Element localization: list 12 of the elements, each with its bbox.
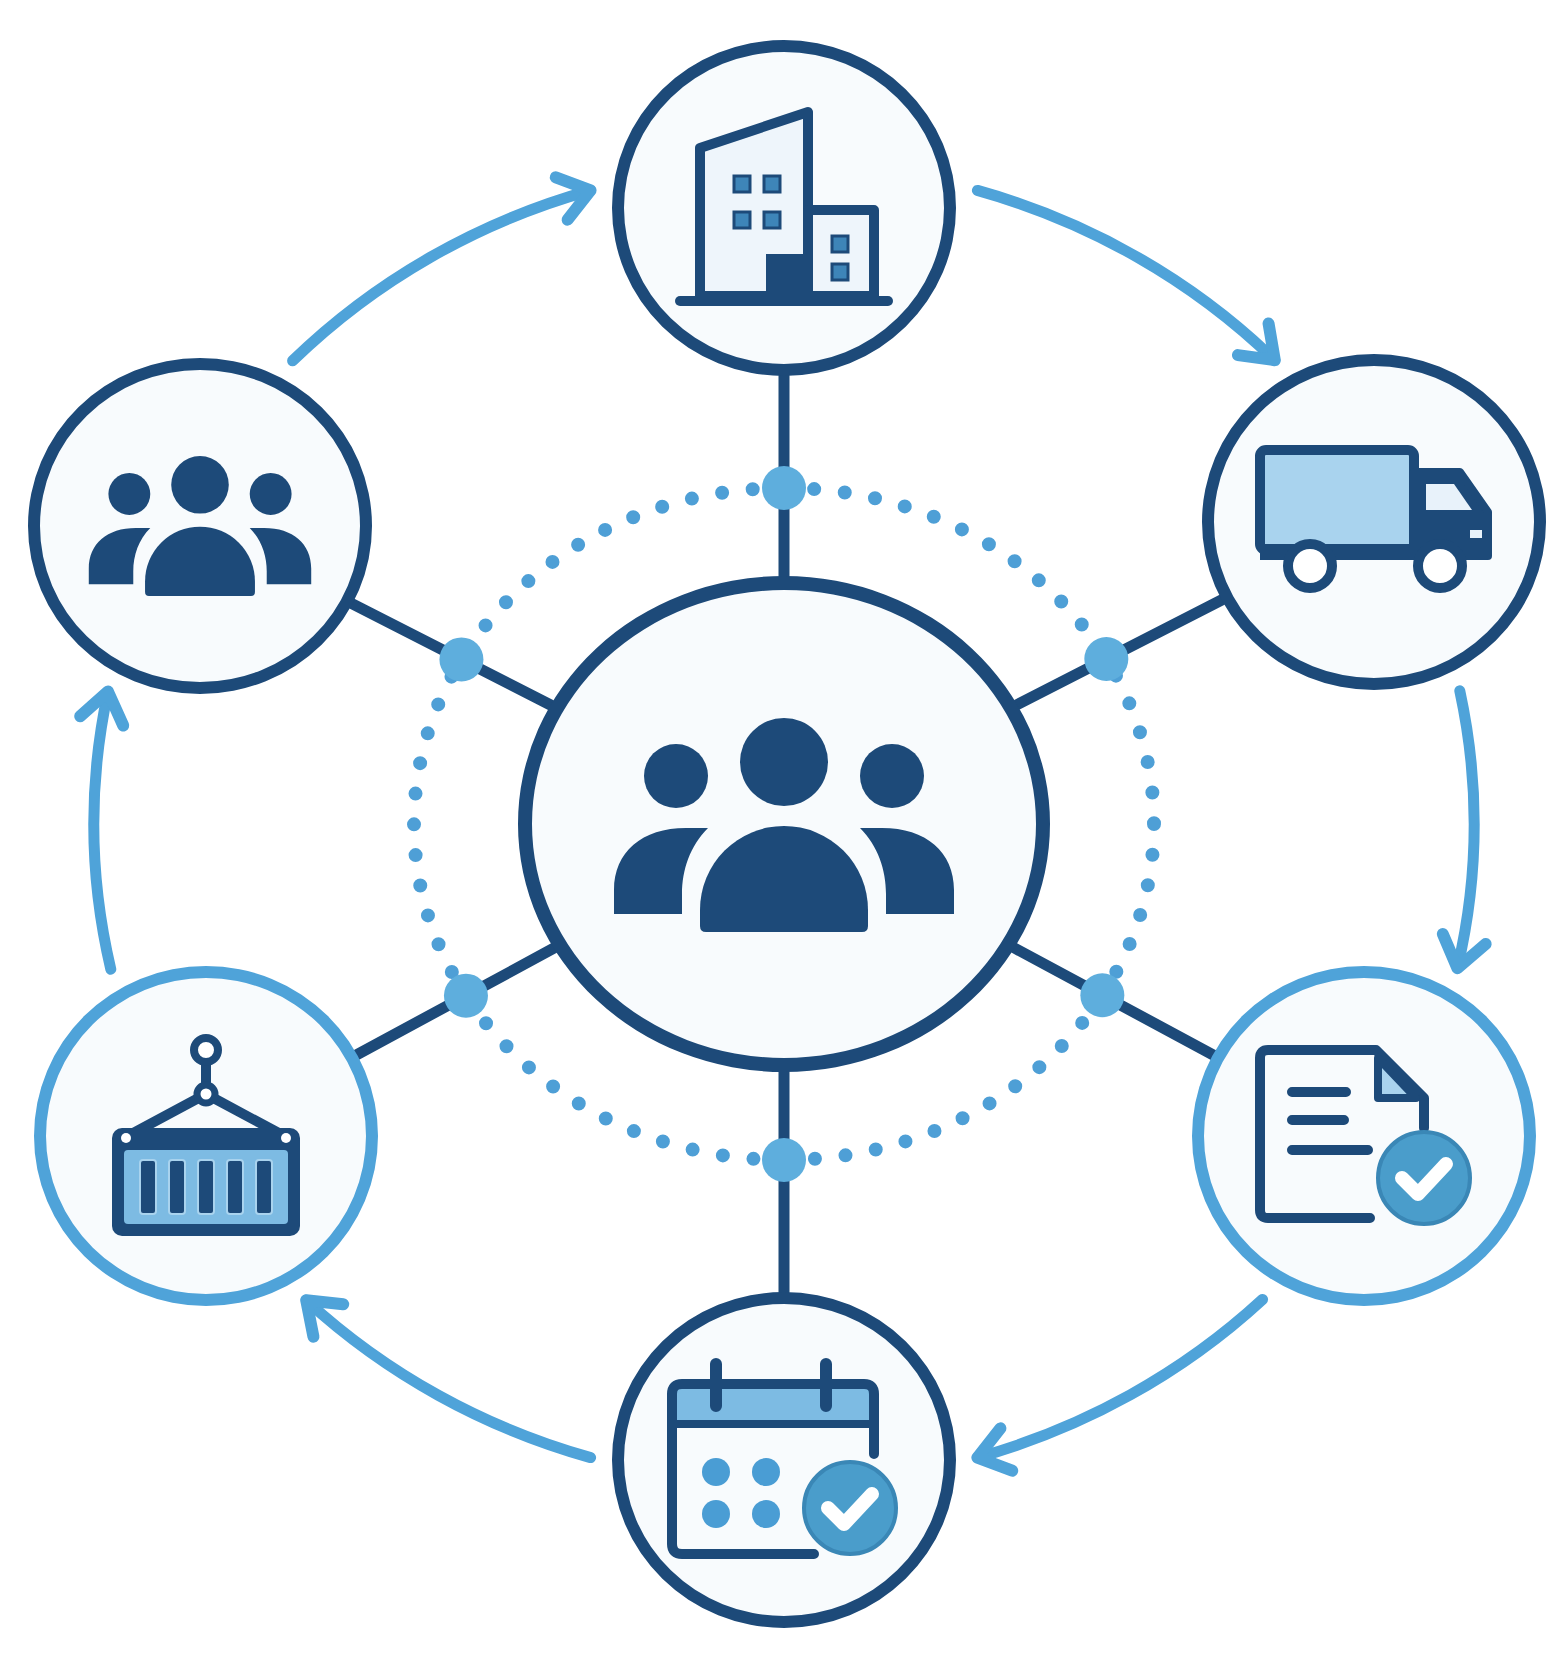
- connector-line: [778, 1066, 790, 1298]
- connector-line: [351, 942, 560, 1061]
- arrow: [75, 685, 132, 975]
- connector-line: [1008, 942, 1219, 1061]
- connector-line: [1011, 594, 1228, 711]
- arrow: [1434, 685, 1491, 975]
- connector-line: [346, 598, 557, 711]
- arrow: [300, 1294, 597, 1464]
- arrow: [971, 184, 1281, 367]
- connector-line: [778, 370, 790, 582]
- arrow: [971, 1293, 1269, 1475]
- arrow: [287, 173, 597, 367]
